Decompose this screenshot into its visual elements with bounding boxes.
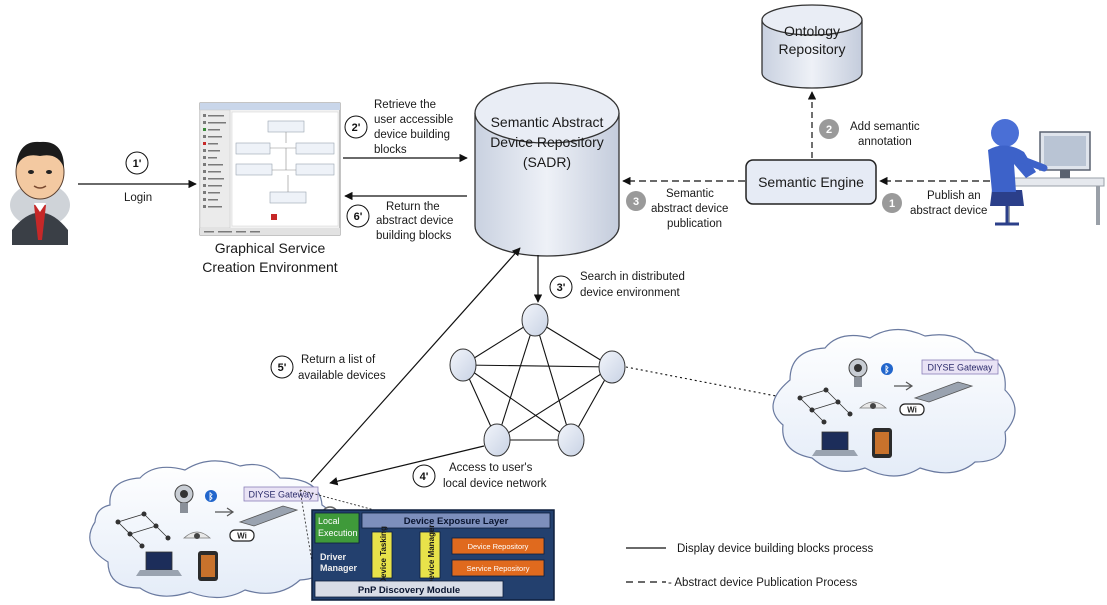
local-execution-label-line2: Execution	[318, 528, 358, 538]
semantic-engine-box	[745, 159, 877, 205]
step-2-number: 2	[826, 124, 832, 136]
sadr-label-line2: Device Repository	[490, 134, 604, 150]
step-6p-number: 6'	[354, 211, 363, 223]
svg-text:ᛒ: ᛒ	[884, 365, 889, 375]
step-5p-badge: 5'	[270, 355, 294, 379]
network-node	[521, 303, 549, 337]
developer-at-desk-icon	[988, 119, 1105, 226]
left-gateway-label: DIYSE Gateway	[248, 490, 314, 500]
ontology-cylinder	[761, 4, 863, 89]
return-list-arrow	[310, 247, 521, 483]
sadr-label-line1: Semantic Abstract	[491, 114, 604, 130]
left-device-cloud: ᛒ DIYSE Gateway Wi	[89, 460, 336, 599]
retrieve-label-line1: Retrieve the	[374, 99, 436, 111]
driver-manager-label-line1: Driver	[320, 552, 347, 562]
gsce-screenshot	[199, 102, 341, 236]
step-6p-badge: 6'	[346, 204, 370, 228]
local-execution-label-line1: Local	[318, 516, 340, 526]
right-cloud-link	[625, 366, 777, 397]
step-4p-badge: 4'	[412, 464, 436, 488]
right-gateway-label: DIYSE Gateway	[927, 363, 993, 373]
retrieve-label-line3: device building	[374, 129, 450, 141]
return-list-label-line1: Return a list of	[301, 354, 376, 366]
semantic-engine-label: Semantic Engine	[758, 174, 864, 190]
service-repository-label: Service Repository	[467, 564, 530, 573]
return-list-label-line2: available devices	[298, 370, 386, 382]
gateway-stack: Local Execution Device Exposure Layer Dr…	[311, 509, 555, 601]
legend-solid-label: Display device building blocks process	[677, 543, 873, 555]
step-4p-number: 4'	[420, 471, 429, 483]
device-exposure-layer-label: Device Exposure Layer	[404, 516, 509, 527]
add-semantic-label-line1: Add semantic	[850, 121, 920, 133]
access-label-line1: Access to user's	[449, 462, 533, 474]
semantic-publication-label-line1: Semantic	[666, 188, 714, 200]
step-1-badge: 1	[882, 193, 902, 213]
right-wifi-label: Wi	[907, 406, 917, 415]
device-manager-label: Device Manager	[427, 525, 436, 586]
step-1p-number: 1'	[133, 158, 142, 170]
add-semantic-label-line2: annotation	[858, 136, 912, 148]
access-arrow	[329, 445, 485, 486]
return-label-line3: building blocks	[376, 230, 452, 242]
retrieve-label-line2: user accessible	[374, 114, 453, 126]
step-3-badge: 3	[626, 191, 646, 211]
return-label-line1: Return the	[386, 201, 440, 213]
device-tasking-label: Device Tasking	[379, 526, 388, 584]
legend-dashed-label: - Abstract device Publication Process	[668, 577, 857, 589]
step-2p-badge: 2'	[344, 115, 368, 139]
network-node	[598, 350, 626, 384]
step-5p-number: 5'	[278, 362, 287, 374]
semantic-publication-label-line3: publication	[667, 218, 722, 230]
pnp-discovery-module-label: PnP Discovery Module	[358, 585, 460, 596]
network-edges	[462, 319, 613, 441]
step-3p-badge: 3'	[549, 275, 573, 299]
step-3-number: 3	[633, 196, 639, 208]
step-1-number: 1	[889, 198, 895, 210]
right-device-cloud: ᛒ DIYSE Gateway Wi	[772, 328, 1016, 477]
step-2-badge: 2	[819, 119, 839, 139]
svg-text:ᛒ: ᛒ	[208, 492, 213, 502]
network-nodes	[449, 303, 626, 457]
zoom-line-top	[299, 489, 379, 512]
network-node	[449, 348, 477, 382]
left-wifi-label: Wi	[237, 532, 247, 541]
access-label-line2: local device network	[443, 478, 547, 490]
login-label: Login	[124, 192, 152, 204]
user-icon	[10, 141, 70, 245]
search-label-line2: device environment	[580, 287, 681, 299]
return-label-line2: abstract device	[376, 215, 453, 227]
publish-label-line1: Publish an	[927, 190, 981, 202]
step-1p-badge: 1'	[125, 151, 149, 175]
network-node	[557, 423, 585, 457]
sadr-cylinder	[474, 82, 620, 257]
legend: Display device building blocks process -…	[626, 543, 873, 589]
step-2p-number: 2'	[352, 122, 361, 134]
gsce-label-line2: Creation Environment	[202, 259, 338, 275]
step-3p-number: 3'	[557, 282, 566, 294]
ontology-label-line2: Repository	[779, 41, 846, 57]
retrieve-label-line4: blocks	[374, 144, 407, 156]
sadr-label-line3: (SADR)	[523, 154, 571, 170]
device-repository-label: Device Repository	[468, 542, 529, 551]
semantic-publication-label-line2: abstract device	[651, 203, 728, 215]
ontology-label-line1: Ontology	[784, 23, 840, 39]
search-label-line1: Search in distributed	[580, 271, 685, 283]
driver-manager-label-line2: Manager	[320, 563, 358, 573]
publish-label-line2: abstract device	[910, 205, 987, 217]
gsce-label-line1: Graphical Service	[215, 240, 326, 256]
network-node	[483, 423, 511, 457]
